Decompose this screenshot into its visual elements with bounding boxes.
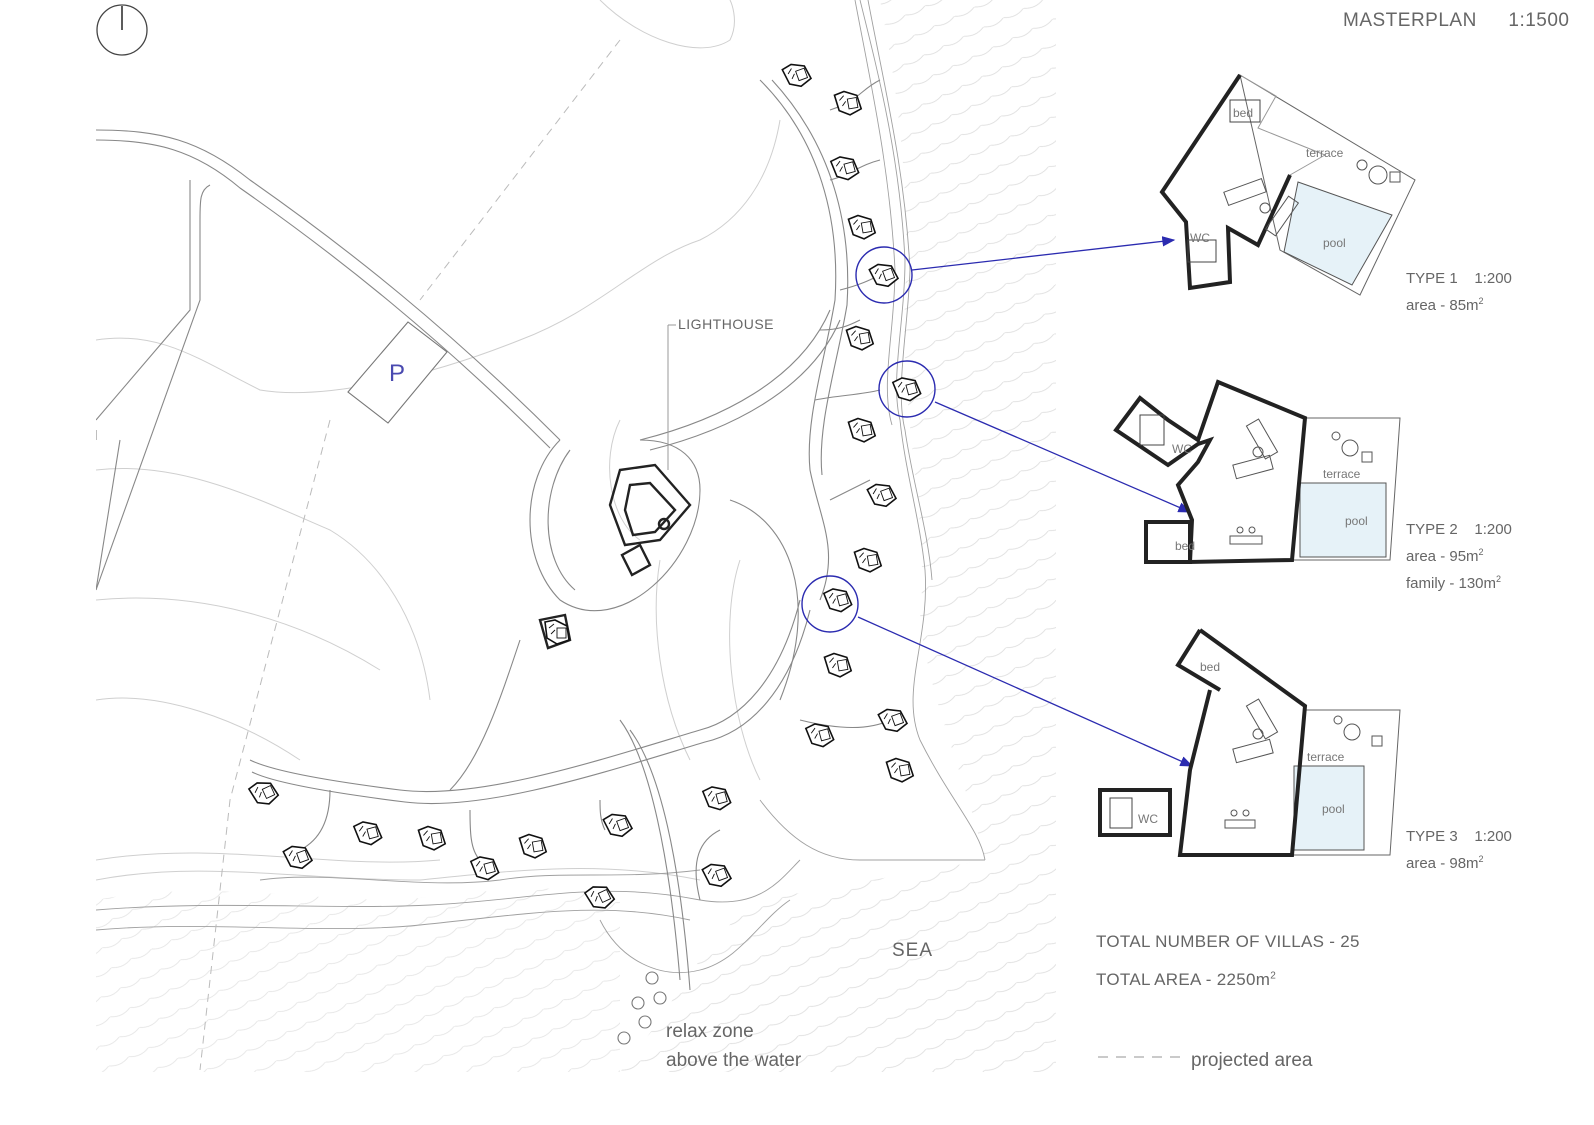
type-1-name: TYPE 1 (1406, 270, 1458, 287)
villa-marker (822, 588, 853, 613)
relax-zone-pods (617, 971, 667, 1045)
villas (247, 63, 922, 909)
projected-area-legend: projected area (1191, 1050, 1313, 1071)
plan1-wc: WC (1190, 231, 1210, 245)
villa-marker (804, 723, 835, 748)
villa-marker (845, 325, 875, 351)
plan1-terrace: terrace (1306, 146, 1344, 160)
plan3-bed: bed (1200, 660, 1220, 674)
plan3-pool: pool (1322, 802, 1345, 816)
masterplan-title: MASTERPLAN 1:1500 (1343, 10, 1570, 32)
villa-type-3-plan: bed WC terrace pool (1098, 628, 1401, 857)
sea-label: SEA (892, 940, 934, 961)
type-2-label: TYPE 2 1:200 area - 95m2 family - 130m2 (1406, 521, 1512, 592)
type-1-scale: 1:200 (1474, 270, 1512, 287)
type-3-label: TYPE 3 1:200 area - 98m2 (1406, 828, 1512, 872)
villa-marker (823, 652, 853, 678)
villa-marker (833, 90, 863, 116)
villa-marker (583, 886, 616, 909)
type-3-scale: 1:200 (1474, 828, 1512, 845)
villa-marker (518, 833, 548, 859)
type-3-area: area - 98m (1406, 855, 1479, 872)
villa-marker (868, 263, 900, 288)
villa-type-2-plan: WC bed terrace pool (1113, 379, 1401, 565)
title-scale: 1:1500 (1508, 10, 1570, 31)
villa-marker (282, 845, 314, 870)
arrow-type-2 (934, 401, 1192, 513)
villa-marker (352, 821, 383, 846)
type-2-name: TYPE 2 (1406, 521, 1458, 538)
villa-marker (701, 786, 732, 811)
lighthouse-label: LIGHTHOUSE (678, 316, 775, 332)
villa-marker (866, 483, 898, 508)
villa-marker (877, 708, 909, 733)
villa-marker (853, 547, 883, 573)
plan3-wc: WC (1138, 812, 1158, 826)
type-2-area: area - 95m (1406, 548, 1479, 565)
type-1-label: TYPE 1 1:200 area - 85m2 (1406, 270, 1512, 314)
villa-marker (417, 825, 447, 851)
parking-label: P (389, 360, 406, 387)
plan2-pool: pool (1345, 514, 1368, 528)
plan2-wc: WC (1172, 442, 1192, 456)
villa-marker (247, 782, 280, 805)
sea-area (620, 0, 1056, 1072)
villa-marker (469, 856, 500, 881)
type-3-name: TYPE 3 (1406, 828, 1458, 845)
plan2-terrace: terrace (1323, 467, 1361, 481)
villa-type-1-plan: bed WC terrace pool (1159, 73, 1416, 296)
type-1-area: area - 85m (1406, 297, 1479, 314)
lighthouse-building (538, 463, 692, 650)
villa-marker (891, 377, 922, 402)
total-area-text: TOTAL AREA - 2250m (1096, 970, 1271, 989)
villa-marker (847, 214, 877, 240)
plan2-bed: bed (1175, 539, 1195, 553)
villa-marker (829, 156, 860, 181)
total-area: TOTAL AREA - 2250m2 (1096, 970, 1277, 989)
villa-highlight-3[interactable] (801, 575, 859, 633)
relax-line-2: above the water (666, 1050, 802, 1071)
north-arrow-icon (96, 4, 148, 56)
relax-zone-label: relax zone above the water (666, 1017, 801, 1075)
type-2-family: family - 130m (1406, 575, 1497, 592)
total-villas: TOTAL NUMBER OF VILLAS - 25 (1096, 932, 1360, 951)
plan3-terrace: terrace (1307, 750, 1345, 764)
villa-highlight-1[interactable] (855, 246, 913, 304)
villa-marker (885, 757, 915, 783)
arrow-type-3 (857, 616, 1194, 767)
villa-marker (544, 619, 570, 645)
villa-marker (701, 863, 733, 888)
villa-highlight-2[interactable] (878, 360, 936, 418)
projected-boundary (199, 39, 621, 1071)
type-2-scale: 1:200 (1474, 521, 1512, 538)
parking-area (347, 321, 448, 424)
villa-marker (781, 63, 813, 88)
relax-line-1: relax zone (666, 1021, 754, 1042)
arrow-type-1 (911, 236, 1176, 271)
title-text: MASTERPLAN (1343, 10, 1477, 31)
villa-marker (602, 813, 634, 838)
plan1-pool: pool (1323, 236, 1346, 250)
plan1-bed: bed (1233, 106, 1253, 120)
villa-marker (847, 417, 877, 443)
